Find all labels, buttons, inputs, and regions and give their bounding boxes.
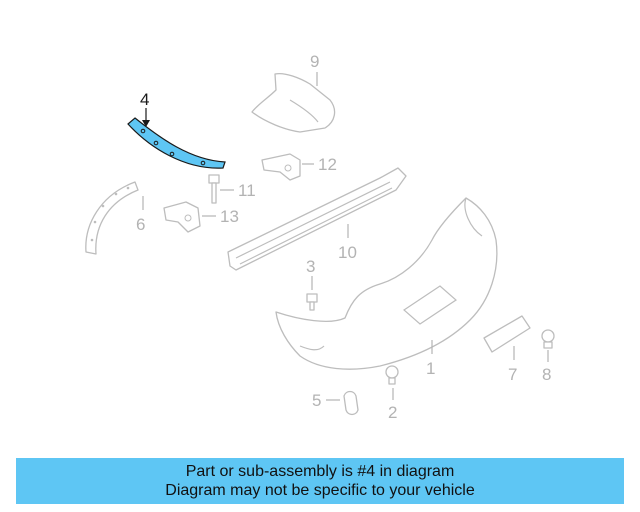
label-11: 11 — [238, 181, 256, 200]
part-12-bracket[interactable] — [261, 153, 301, 181]
label-1: 1 — [426, 359, 435, 378]
label-7: 7 — [508, 365, 517, 384]
part-2-clip[interactable] — [385, 365, 399, 385]
label-13: 13 — [220, 207, 239, 226]
part-7-plate[interactable] — [483, 315, 531, 353]
caption-line-2: Diagram may not be specific to your vehi… — [165, 482, 475, 499]
label-9: 9 — [310, 52, 319, 71]
part-10-impact-bar[interactable] — [227, 167, 407, 271]
arrow-4 — [142, 120, 150, 127]
part-13-bracket[interactable] — [163, 201, 201, 233]
part-9-bracket[interactable] — [251, 72, 336, 133]
label-8: 8 — [542, 365, 551, 384]
part-6-arch-liner[interactable] — [85, 181, 139, 255]
label-10: 10 — [338, 243, 357, 262]
label-4: 4 — [140, 90, 149, 109]
part-8-fastener[interactable] — [541, 329, 555, 349]
caption-banner: Part or sub-assembly is #4 in diagram Di… — [16, 458, 624, 504]
label-6: 6 — [136, 215, 145, 234]
part-1-bumper-cover[interactable] — [275, 197, 498, 370]
part-4-molding[interactable] — [127, 117, 226, 169]
label-12: 12 — [318, 155, 337, 174]
label-3: 3 — [306, 257, 315, 276]
part-11-bolt[interactable] — [208, 174, 220, 204]
label-5: 5 — [312, 391, 321, 410]
parts-diagram: 4 9 12 11 13 — [85, 52, 555, 422]
label-2: 2 — [388, 403, 397, 422]
caption-line-1: Part or sub-assembly is #4 in diagram — [185, 463, 455, 480]
part-5-reflector[interactable] — [343, 390, 359, 416]
part-3-clip[interactable] — [306, 293, 318, 311]
